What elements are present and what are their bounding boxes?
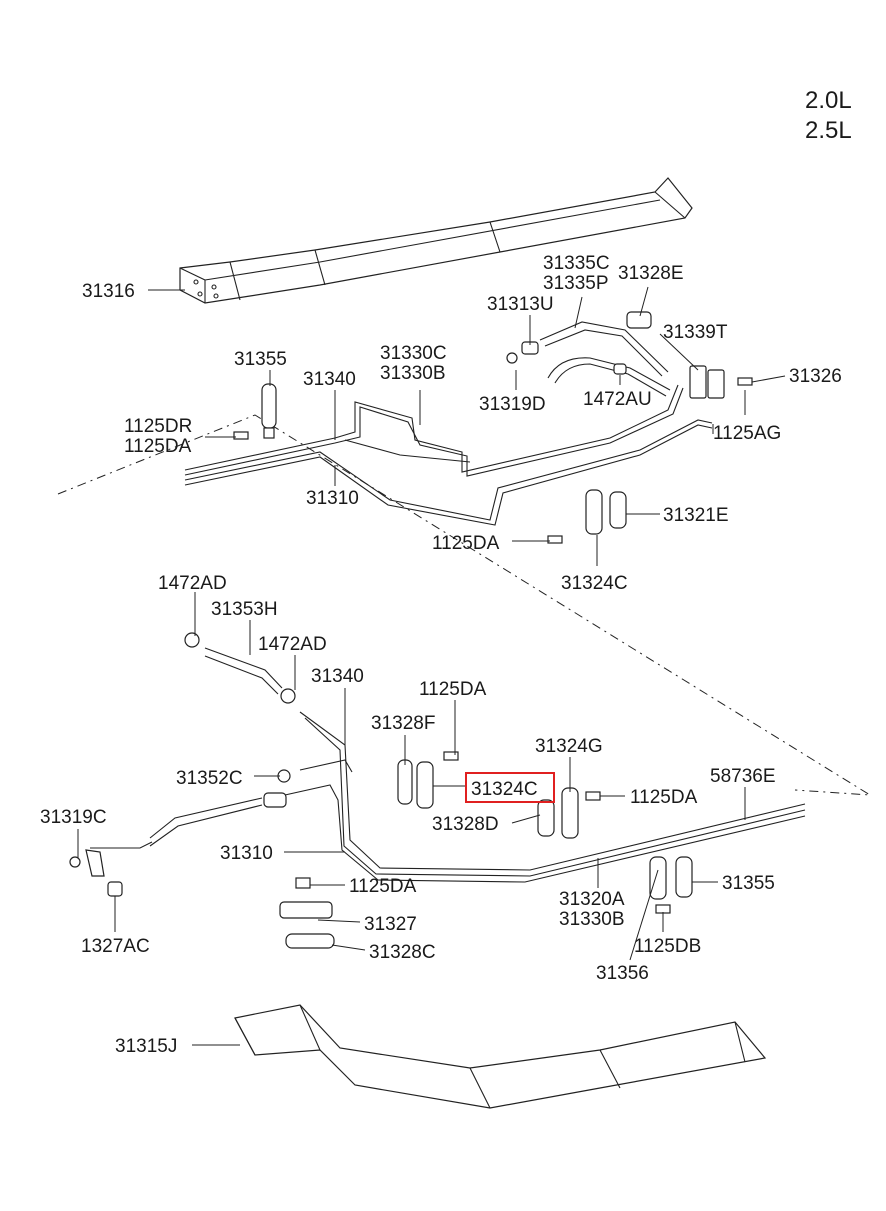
label-31335c[interactable]: 31335C <box>543 253 610 274</box>
lower-hardware <box>279 751 693 949</box>
label-31339t[interactable]: 31339T <box>663 322 728 343</box>
label-31326[interactable]: 31326 <box>789 366 842 387</box>
label-1472ad-right[interactable]: 1472AD <box>258 634 327 655</box>
label-31328f[interactable]: 31328F <box>371 713 435 734</box>
label-31324c-highlighted[interactable]: 31324C <box>471 779 538 800</box>
lower-side-rail <box>234 1004 767 1109</box>
upper-hardware <box>233 311 753 544</box>
label-31355-upper[interactable]: 31355 <box>234 349 287 370</box>
label-31330c-upper[interactable]: 31330C <box>380 343 447 364</box>
lower-fuel-tubes <box>69 632 806 897</box>
label-31324c-upper[interactable]: 31324C <box>561 573 628 594</box>
label-1125da-lower-right[interactable]: 1125DA <box>630 787 698 808</box>
label-31316[interactable]: 31316 <box>82 281 135 302</box>
label-1125da-upper-mid[interactable]: 1125DA <box>432 533 500 554</box>
label-31315j[interactable]: 31315J <box>115 1036 177 1057</box>
upper-side-rail <box>179 177 693 304</box>
highlight-box-31324c <box>465 772 555 803</box>
engine-variant-2-0l: 2.0L <box>805 87 852 114</box>
label-31356[interactable]: 31356 <box>596 963 649 984</box>
label-31335p[interactable]: 31335P <box>543 273 609 294</box>
label-31310-lower[interactable]: 31310 <box>220 843 273 864</box>
label-31320a[interactable]: 31320A <box>559 889 625 910</box>
leader-lines <box>77 286 786 1046</box>
label-31353h[interactable]: 31353H <box>211 599 278 620</box>
label-1125da-upper-left[interactable]: 1125DA <box>124 436 192 457</box>
label-31330b-upper[interactable]: 31330B <box>380 363 446 384</box>
label-31328e[interactable]: 31328E <box>618 263 684 284</box>
label-31313u[interactable]: 31313U <box>487 294 554 315</box>
label-31327[interactable]: 31327 <box>364 914 417 935</box>
label-1125ag[interactable]: 1125AG <box>713 423 781 444</box>
label-31352c[interactable]: 31352C <box>176 768 243 789</box>
dashed-boundary <box>57 414 871 796</box>
label-31340-upper[interactable]: 31340 <box>303 369 356 390</box>
part-labels: 31316 31335C 31335P 31328E 31313U 31339T… <box>40 253 842 1057</box>
label-31328c[interactable]: 31328C <box>369 942 436 963</box>
label-1125db[interactable]: 1125DB <box>634 936 701 957</box>
label-1125dr[interactable]: 1125DR <box>124 416 192 437</box>
label-31355-lower[interactable]: 31355 <box>722 873 775 894</box>
label-1327ac[interactable]: 1327AC <box>81 936 150 957</box>
label-1125da-lower-top[interactable]: 1125DA <box>419 679 487 700</box>
label-31340-lower[interactable]: 31340 <box>311 666 364 687</box>
label-31319c[interactable]: 31319C <box>40 807 107 828</box>
label-1125da-lower-mid[interactable]: 1125DA <box>349 876 417 897</box>
label-31321e[interactable]: 31321E <box>663 505 729 526</box>
upper-fuel-tubes <box>184 321 713 526</box>
label-31324g[interactable]: 31324G <box>535 736 603 757</box>
label-31328d[interactable]: 31328D <box>432 814 499 835</box>
label-1472ad-left[interactable]: 1472AD <box>158 573 227 594</box>
engine-variant-2-5l: 2.5L <box>805 117 852 144</box>
label-1472au[interactable]: 1472AU <box>583 389 652 410</box>
label-31310-upper[interactable]: 31310 <box>306 488 359 509</box>
label-31330b-lower[interactable]: 31330B <box>559 909 625 930</box>
label-58736e[interactable]: 58736E <box>710 766 776 787</box>
label-31319d[interactable]: 31319D <box>479 394 546 415</box>
